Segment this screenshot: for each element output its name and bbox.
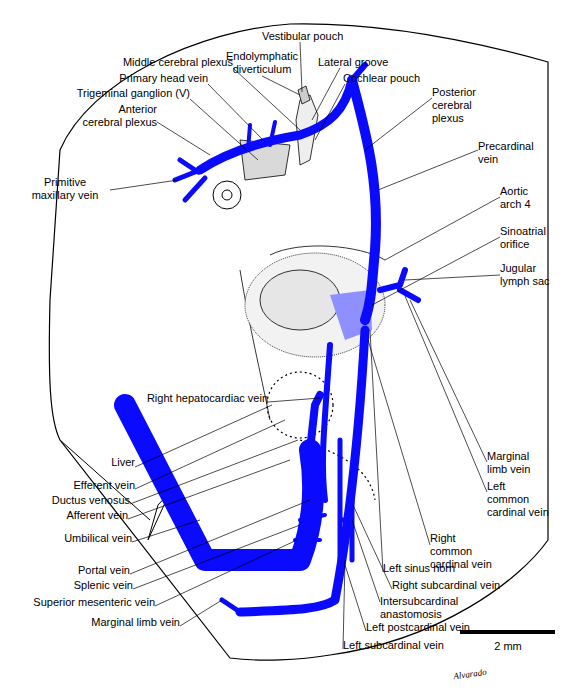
part-label: Intersubcardinal anastomosis <box>380 595 470 621</box>
lens <box>222 190 232 200</box>
part-label: Sinoatrial orifice <box>500 225 555 251</box>
part-label: Left sinus horn <box>383 562 455 575</box>
part-label: Jugular lymph sac <box>500 262 550 288</box>
scale-bar <box>460 630 555 634</box>
leader-lines <box>110 42 500 649</box>
part-label: Anterior cerebral plexus <box>77 103 157 129</box>
part-label: Precardinal vein <box>478 140 538 166</box>
part-label: Left subcardinal vein <box>343 639 444 652</box>
part-label: Efferent vein <box>73 479 135 492</box>
embryo-outline <box>49 24 548 660</box>
scale-label: 2 mm <box>478 640 538 653</box>
part-label: Right subcardinal vein <box>392 579 500 592</box>
part-label: Primary head vein <box>119 72 208 85</box>
part-label: Lateral groove <box>318 56 388 69</box>
part-label: Vestibular pouch <box>262 30 343 43</box>
part-label: Posterior cerebral plexus <box>432 86 484 125</box>
eye <box>213 181 241 209</box>
part-label: Cochlear pouch <box>343 72 420 85</box>
part-label: Trigeminal ganglion (V) <box>77 87 190 100</box>
part-label: Left common cardinal vein <box>487 480 549 519</box>
part-label: Splenic vein <box>74 579 133 592</box>
part-label: Right hepatocardiac vein <box>147 392 268 405</box>
part-label: Ductus venosus <box>52 494 130 507</box>
part-label: Afferent vein <box>66 509 128 522</box>
part-label: Marginal limb vein <box>91 616 180 629</box>
part-label: Marginal limb vein <box>487 450 542 476</box>
part-label: Liver <box>111 456 135 469</box>
part-label: Primitive maxillary vein <box>25 176 105 202</box>
part-label: Middle cerebral plexus <box>123 56 233 69</box>
signature: Alvarado <box>444 665 495 685</box>
part-label: Superior mesenteric vein <box>33 596 155 609</box>
pharyngeal-outline <box>270 246 385 260</box>
part-label: Aortic arch 4 <box>500 185 545 211</box>
part-label: Portal vein <box>78 564 130 577</box>
part-label: Umbilical vein <box>64 532 132 545</box>
body-wall <box>60 440 150 520</box>
venous-system <box>125 65 418 612</box>
part-label: Left postcardinal vein <box>366 621 470 634</box>
heart-ventricle <box>260 270 340 330</box>
